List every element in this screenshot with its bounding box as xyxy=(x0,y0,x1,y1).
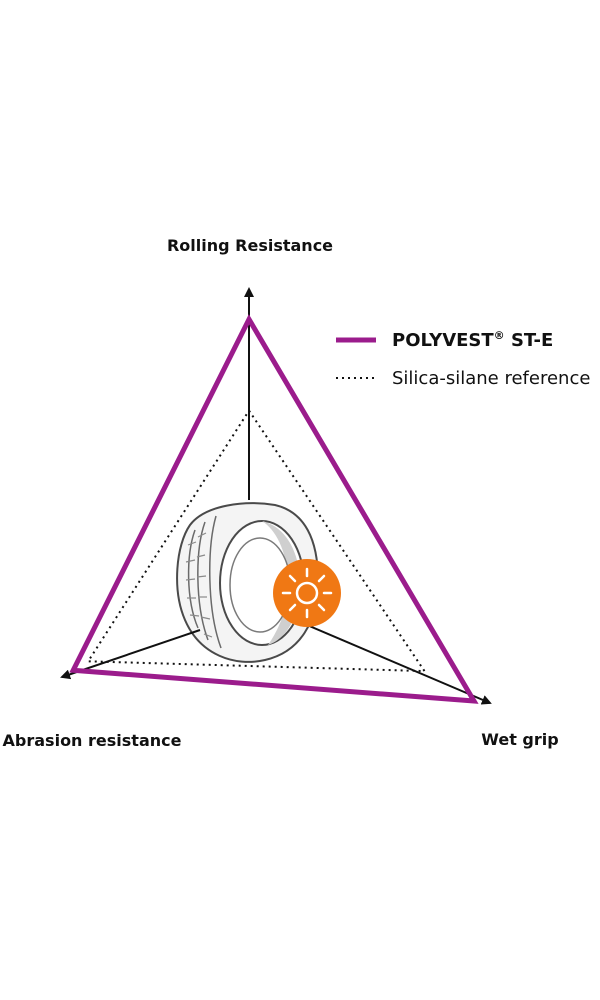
legend-label-polyvest: POLYVEST® ST-E xyxy=(392,329,553,351)
series-silica-silane-reference xyxy=(86,408,427,673)
sun-icon xyxy=(273,559,341,627)
axis-label-wet-grip: Wet grip xyxy=(481,730,558,749)
series-polyvest-st-e xyxy=(69,314,479,704)
legend: POLYVEST® ST-E Silica-silane reference xyxy=(336,329,590,389)
legend-brand-suffix: ST-E xyxy=(505,330,554,351)
axis-wet-grip xyxy=(299,621,492,705)
legend-brand-mark: ® xyxy=(494,329,505,342)
legend-brand: POLYVEST xyxy=(392,330,494,351)
legend-label-reference: Silica-silane reference xyxy=(392,368,590,389)
axis-label-rolling-resistance: Rolling Resistance xyxy=(167,236,333,255)
axis-label-abrasion-resistance: Abrasion resistance xyxy=(3,731,182,750)
